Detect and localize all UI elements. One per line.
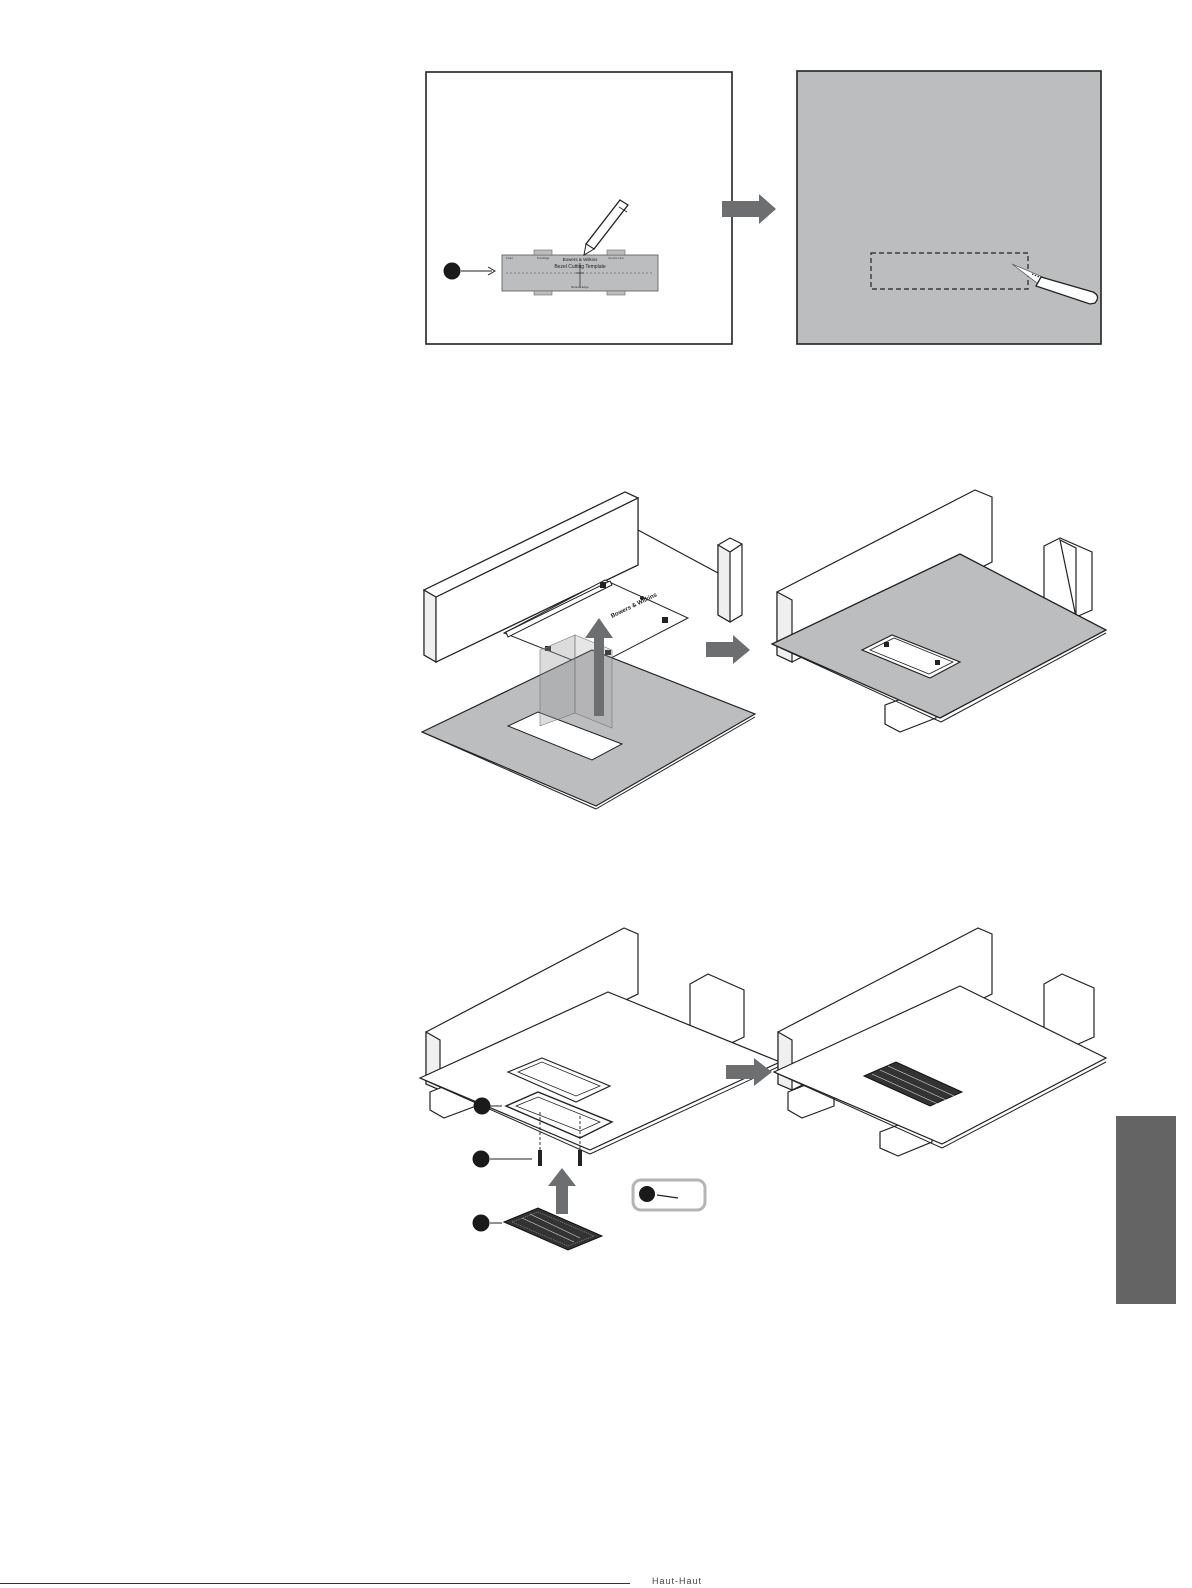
footer-rule <box>0 1583 630 1584</box>
arrow-right-icon <box>706 635 750 664</box>
step1-figure: Bowers & Wilkins Bezel Cutting Template … <box>400 60 1120 360</box>
callout-dot-icon <box>473 1215 490 1232</box>
template-label-front: Front <box>506 256 513 260</box>
cutting-template: Bowers & Wilkins Bezel Cutting Template … <box>502 250 658 295</box>
footer-text: Haut-Haut <box>652 1576 702 1586</box>
step3-figure <box>400 912 1120 1262</box>
callout-dot-icon <box>639 1186 655 1202</box>
template-heading: Bowers & Wilkins <box>563 257 599 262</box>
section-tab <box>1116 1116 1176 1304</box>
ceiling-panel-cutting <box>797 71 1101 344</box>
template-label-top: Top Edge <box>537 256 550 260</box>
template-label-bottom: Bottom Edge <box>571 285 589 289</box>
arrow-up-icon <box>548 1168 576 1214</box>
callout-dot-icon <box>473 1151 490 1168</box>
callout-dot-icon <box>444 263 461 280</box>
speaker-grille <box>504 1208 602 1250</box>
ceiling-panel-marking <box>426 72 732 344</box>
template-label-centre: Centre Line <box>608 256 624 260</box>
screw-icon <box>538 1150 582 1166</box>
template-subheading: Bezel Cutting Template <box>554 264 606 270</box>
step2-figure: Bowers & Wilkins <box>400 470 1120 830</box>
callout-dot-icon <box>474 1098 491 1115</box>
